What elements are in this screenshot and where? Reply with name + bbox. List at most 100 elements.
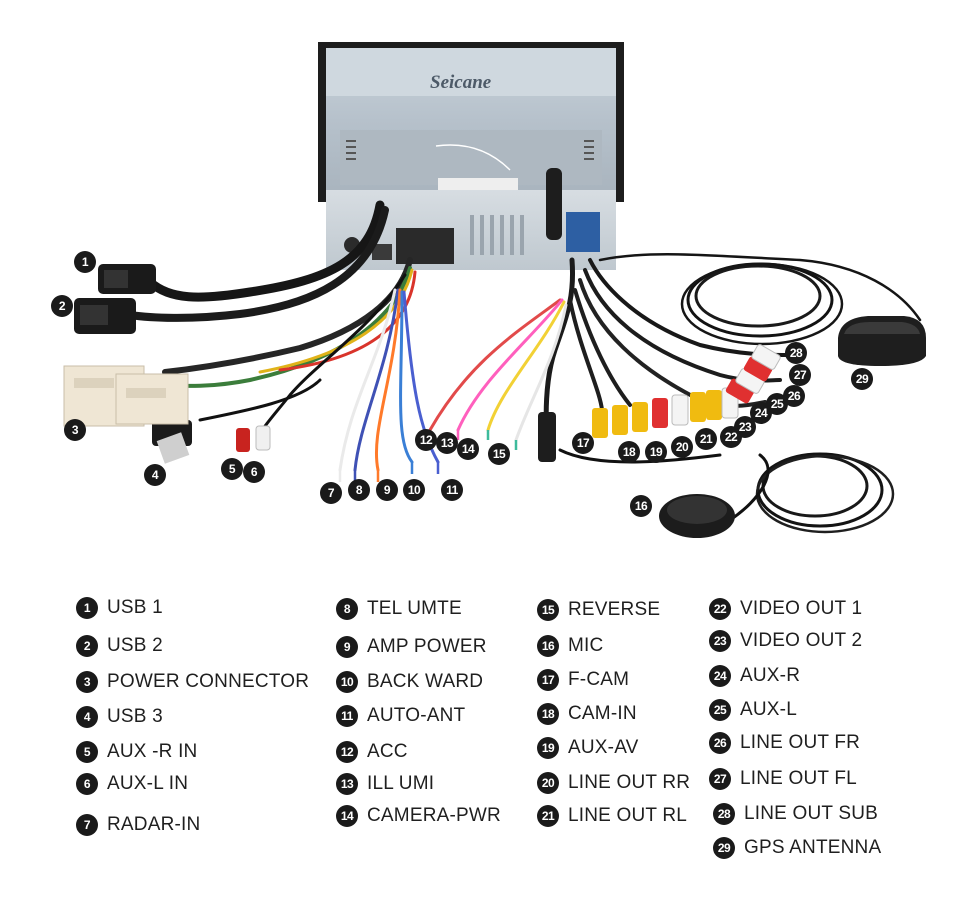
legend-label: BACK WARD bbox=[367, 671, 484, 692]
legend-item-29: 29 GPS ANTENNA bbox=[713, 836, 881, 860]
legend-badge: 14 bbox=[336, 805, 358, 827]
wifi-antenna bbox=[546, 168, 562, 240]
callout-7: 7 bbox=[320, 482, 342, 504]
legend-badge: 6 bbox=[76, 773, 98, 795]
legend-badge: 2 bbox=[76, 635, 98, 657]
callout-29: 29 bbox=[851, 368, 873, 390]
legend-item-2: 2 USB 2 bbox=[76, 634, 163, 658]
wire-ends bbox=[338, 430, 518, 482]
legend-badge: 15 bbox=[537, 599, 559, 621]
usb-connectors bbox=[74, 264, 192, 464]
legend-badge: 1 bbox=[76, 597, 98, 619]
callout-25: 25 bbox=[766, 393, 788, 415]
legend-badge: 26 bbox=[709, 732, 731, 754]
legend-label: LINE OUT FR bbox=[740, 732, 861, 753]
wiring-illustration bbox=[63, 42, 926, 538]
callout-11: 11 bbox=[441, 479, 463, 501]
legend-badge: 21 bbox=[537, 805, 559, 827]
legend-badge: 18 bbox=[537, 703, 559, 725]
legend-badge: 3 bbox=[76, 671, 98, 693]
legend-label: LINE OUT RL bbox=[568, 805, 688, 826]
legend-label: LINE OUT RR bbox=[568, 772, 691, 793]
legend-item-7: 7 RADAR-IN bbox=[76, 813, 200, 837]
legend-item-23: 23 VIDEO OUT 2 bbox=[709, 629, 862, 653]
legend-label: AUX-R bbox=[740, 665, 801, 686]
legend-label: AUX-AV bbox=[568, 737, 639, 758]
legend-badge: 11 bbox=[336, 705, 358, 727]
callout-6: 6 bbox=[243, 461, 265, 483]
legend-badge: 9 bbox=[336, 636, 358, 658]
callout-9: 9 bbox=[376, 479, 398, 501]
legend-badge: 23 bbox=[709, 630, 731, 652]
legend-item-12: 12 ACC bbox=[336, 740, 408, 764]
callout-12: 12 bbox=[415, 429, 437, 451]
callout-15: 15 bbox=[488, 443, 510, 465]
legend-badge: 22 bbox=[709, 598, 731, 620]
legend-item-3: 3 POWER CONNECTOR bbox=[76, 670, 309, 694]
brand-logo: Seicane bbox=[430, 72, 492, 93]
legend-badge: 24 bbox=[709, 665, 731, 687]
legend-item-28: 28 LINE OUT SUB bbox=[713, 802, 878, 826]
microphone bbox=[659, 494, 735, 538]
legend-badge: 12 bbox=[336, 741, 358, 763]
callout-28: 28 bbox=[785, 342, 807, 364]
legend-badge: 5 bbox=[76, 741, 98, 763]
legend-badge: 13 bbox=[336, 773, 358, 795]
aux-in-rca bbox=[236, 425, 271, 452]
callout-21: 21 bbox=[695, 428, 717, 450]
callout-16: 16 bbox=[630, 495, 652, 517]
legend-item-18: 18 CAM-IN bbox=[537, 702, 637, 726]
legend-badge: 25 bbox=[709, 699, 731, 721]
legend-badge: 28 bbox=[713, 803, 735, 825]
callout-26: 26 bbox=[783, 385, 805, 407]
legend-item-9: 9 AMP POWER bbox=[336, 635, 487, 659]
legend-label: POWER CONNECTOR bbox=[107, 671, 310, 692]
legend-label: USB 3 bbox=[107, 706, 163, 727]
legend-item-25: 25 AUX-L bbox=[709, 698, 797, 722]
callout-10: 10 bbox=[403, 479, 425, 501]
legend-item-24: 24 AUX-R bbox=[709, 664, 800, 688]
legend-badge: 4 bbox=[76, 706, 98, 728]
legend-label: VIDEO OUT 2 bbox=[740, 630, 863, 651]
legend-label: USB 2 bbox=[107, 635, 163, 656]
callout-14: 14 bbox=[457, 438, 479, 460]
callout-19: 19 bbox=[645, 441, 667, 463]
legend-label: AUX -R IN bbox=[107, 741, 198, 762]
legend-badge: 7 bbox=[76, 814, 98, 836]
legend-badge: 8 bbox=[336, 598, 358, 620]
legend-label: RADAR-IN bbox=[107, 814, 201, 835]
legend-badge: 16 bbox=[537, 635, 559, 657]
legend-label: AMP POWER bbox=[367, 636, 487, 657]
legend-label: AUX-L bbox=[740, 699, 797, 720]
gps-antenna-puck bbox=[838, 316, 926, 366]
legend-label: ACC bbox=[367, 741, 408, 762]
legend-badge: 19 bbox=[537, 737, 559, 759]
legend-item-8: 8 TEL UMTE bbox=[336, 597, 462, 621]
legend-label: CAM-IN bbox=[568, 703, 637, 724]
callout-1: 1 bbox=[74, 251, 96, 273]
legend-badge: 29 bbox=[713, 837, 735, 859]
legend-item-26: 26 LINE OUT FR bbox=[709, 731, 860, 755]
legend-label: LINE OUT SUB bbox=[744, 803, 879, 824]
power-connector-plug bbox=[63, 365, 189, 427]
legend-item-21: 21 LINE OUT RL bbox=[537, 804, 687, 828]
callout-5: 5 bbox=[221, 458, 243, 480]
callout-20: 20 bbox=[671, 436, 693, 458]
legend-item-22: 22 VIDEO OUT 1 bbox=[709, 597, 862, 621]
legend-label: VIDEO OUT 1 bbox=[740, 598, 863, 619]
legend-label: LINE OUT FL bbox=[740, 768, 857, 789]
legend-label: TEL UMTE bbox=[367, 598, 462, 619]
legend-label: CAMERA-PWR bbox=[367, 805, 501, 826]
callout-13: 13 bbox=[436, 432, 458, 454]
legend-label: GPS ANTENNA bbox=[744, 837, 882, 858]
